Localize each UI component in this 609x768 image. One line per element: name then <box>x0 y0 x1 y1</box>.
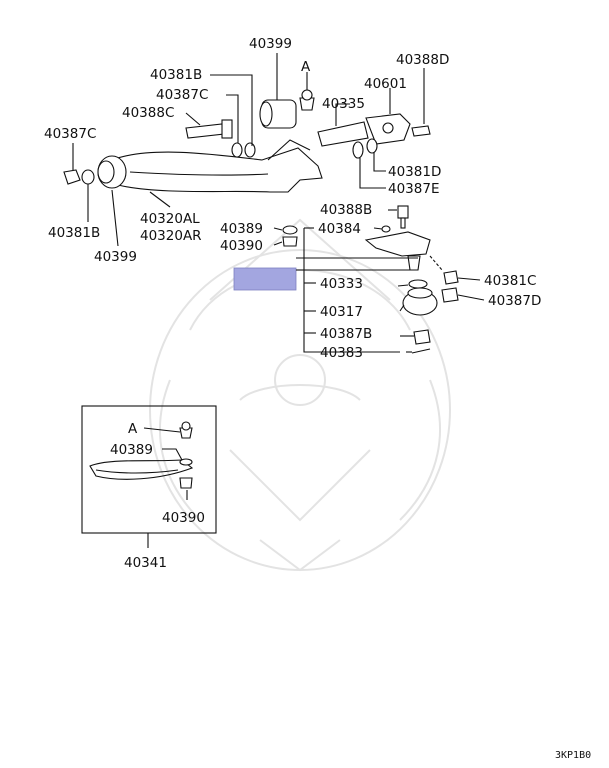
ball-joint-group <box>364 205 459 354</box>
bolt-40388D <box>411 125 431 137</box>
inset-cup <box>179 458 193 466</box>
label-40389: 40389 <box>220 221 263 237</box>
cup-40389 <box>282 225 298 235</box>
label-40388C: 40388C <box>122 105 174 121</box>
leader-lines <box>72 53 485 353</box>
nut-40381C <box>443 270 459 285</box>
washer-40387C <box>231 142 243 158</box>
washer-left <box>81 169 95 185</box>
label-40381B-bottom: 40381B <box>48 225 100 241</box>
washer-40387E <box>352 141 364 159</box>
label-40390-inset: 40390 <box>162 510 205 526</box>
nut-40390 <box>282 236 298 247</box>
label-40388D: 40388D <box>396 52 449 68</box>
nut-40387B <box>413 329 431 345</box>
label-40381C: 40381C <box>484 273 536 289</box>
label-40320AR: 40320AR <box>140 228 202 244</box>
nut-40384 <box>381 225 391 233</box>
label-40341: 40341 <box>124 555 167 571</box>
label-40381B-top: 40381B <box>150 67 202 83</box>
label-40387D: 40387D <box>488 293 541 309</box>
nut-40381B-top <box>244 142 256 158</box>
inset-40341 <box>81 405 217 548</box>
inset-nut <box>179 477 193 489</box>
nut-40387D <box>441 287 459 303</box>
ball-joint-40333 <box>364 231 431 257</box>
label-40389-inset: 40389 <box>110 442 153 458</box>
nut-left <box>63 169 81 185</box>
watermark-emblem <box>149 218 451 572</box>
label-A-inset: A <box>128 421 138 437</box>
upper-control-arm <box>111 147 323 193</box>
label-40399-top: 40399 <box>249 36 292 52</box>
label-40388B: 40388B <box>320 202 372 218</box>
label-40381D: 40381D <box>388 164 441 180</box>
bolt-40388B <box>397 205 409 219</box>
diagram-code: 3KP1B0 <box>555 750 591 761</box>
shaft-40335 <box>317 121 369 147</box>
label-A-top: A <box>301 59 311 75</box>
pin-40383 <box>411 348 431 354</box>
inset-frame <box>81 405 217 534</box>
label-40387E: 40387E <box>388 181 439 197</box>
label-40387C-top: 40387C <box>156 87 208 103</box>
label-40387C-left: 40387C <box>44 126 96 142</box>
label-40601: 40601 <box>364 76 407 92</box>
label-40320AL: 40320AL <box>140 211 200 227</box>
label-40383: 40383 <box>320 345 363 361</box>
nut-40381D <box>366 138 378 154</box>
label-40384: 40384 <box>318 221 361 237</box>
label-40387B: 40387B <box>320 326 372 342</box>
bolt-40388C <box>185 123 225 139</box>
label-40333: 40333 <box>320 276 363 292</box>
inset-arm <box>89 459 194 480</box>
upper-arm-assembly <box>63 89 431 247</box>
label-40399-bottom: 40399 <box>94 249 137 265</box>
ring-40333 <box>408 279 428 289</box>
highlight-box <box>233 267 297 291</box>
label-40390: 40390 <box>220 238 263 254</box>
label-40335: 40335 <box>322 96 365 112</box>
label-40317: 40317 <box>320 304 363 320</box>
